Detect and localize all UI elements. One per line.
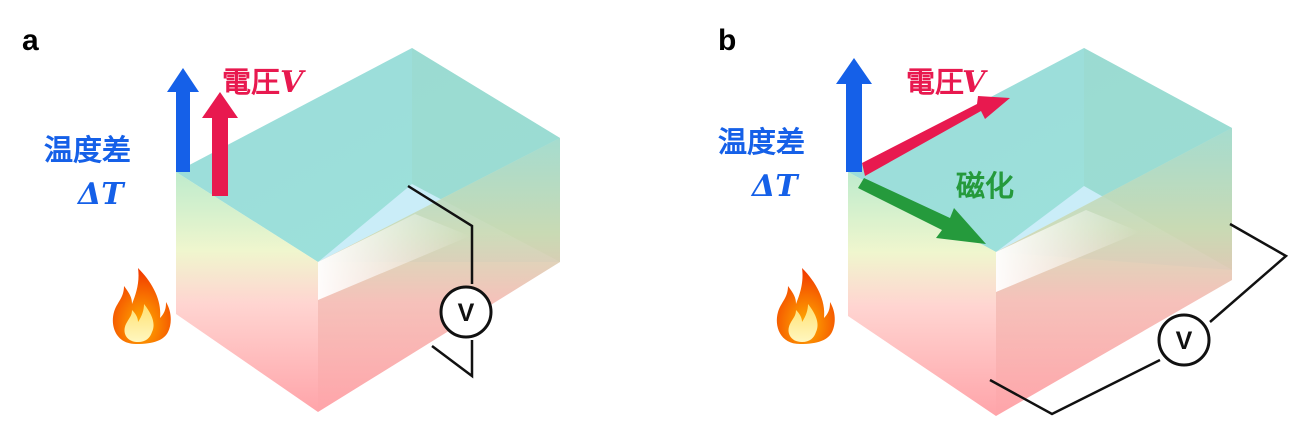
panel-b-delta-t: ΔT <box>750 169 800 204</box>
panel-a: a V 温度差 ΔT 電圧 V <box>22 24 560 412</box>
voltmeter-icon <box>1157 313 1211 367</box>
voltmeter-icon <box>439 285 493 339</box>
panel-a-voltage-symbol: V <box>280 65 306 100</box>
panel-a-voltage-arrow <box>202 92 238 196</box>
panel-a-delta-t: ΔT <box>76 177 126 212</box>
panel-b-temperature-label: 温度差 <box>718 125 805 159</box>
flame-icon <box>776 268 835 344</box>
panel-b-wire-bottom <box>989 358 1161 416</box>
panel-b-voltage-arrow <box>862 96 1010 176</box>
panel-b-meter-symbol: V <box>1176 327 1193 355</box>
panel-a-slab-side <box>318 138 560 412</box>
panel-b-slab-side <box>996 128 1232 416</box>
panel-b-magnetization-arrow <box>858 178 986 244</box>
panel-b-circuit: V <box>989 222 1289 416</box>
panel-b-wire-top <box>1209 222 1289 323</box>
panel-a-slab-highlight <box>318 214 470 300</box>
panel-a-letter: a <box>22 24 39 57</box>
panel-a-slab-front <box>176 172 318 412</box>
panel-a-temperature-arrow <box>167 68 199 172</box>
panel-a-wire-bottom <box>431 340 474 379</box>
panel-b: b V 温度差 ΔT 電圧 V 磁化 <box>718 24 1289 416</box>
panel-b-magnetization-label: 磁化 <box>956 169 1014 203</box>
panel-b-temperature-arrow <box>836 58 872 172</box>
panel-a-wire-top <box>407 184 474 284</box>
panel-b-voltage-label: 電圧 <box>906 65 964 99</box>
flame-icon <box>112 268 171 344</box>
panel-a-circuit: V <box>407 184 493 379</box>
panel-b-voltage-symbol: V <box>962 65 988 100</box>
panel-b-letter: b <box>718 24 736 57</box>
panel-a-slab <box>176 48 560 412</box>
panel-a-temperature-label: 温度差 <box>44 133 131 167</box>
panel-a-meter-symbol: V <box>458 299 475 327</box>
panel-b-slab-highlight <box>996 210 1140 292</box>
panel-a-voltage-label: 電圧 <box>222 65 280 99</box>
